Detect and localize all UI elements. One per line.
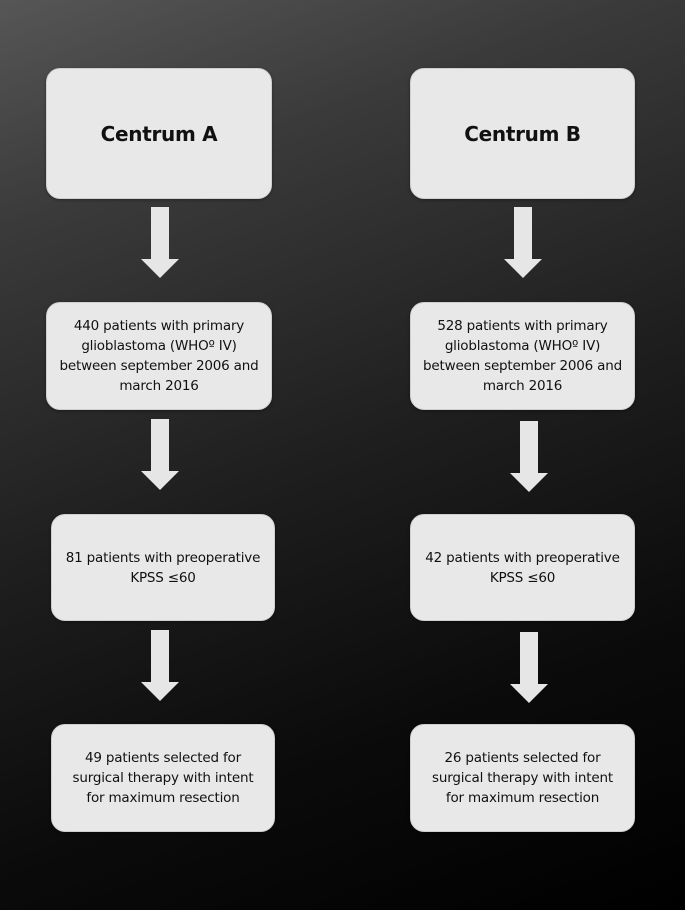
centrum-a-title: Centrum A xyxy=(100,121,218,146)
centrum-b-step-3: 26 patients selected for surgical therap… xyxy=(410,724,635,832)
centrum-b-header: Centrum B xyxy=(410,68,635,199)
centrum-b-step-2: 42 patients with preoperative KPSS ≤60 xyxy=(410,514,635,621)
centrum-a-step-1: 440 patients with primary glioblastoma (… xyxy=(46,302,272,410)
arrow-down-icon xyxy=(504,207,542,278)
arrow-down-icon xyxy=(510,632,548,703)
centrum-b-step-3-text: 26 patients selected for surgical therap… xyxy=(432,750,613,806)
arrow-down-icon xyxy=(141,207,179,278)
arrow-down-icon xyxy=(141,630,179,701)
centrum-b-step-1-text: 528 patients with primary glioblastoma (… xyxy=(423,318,622,394)
centrum-a-step-2: 81 patients with preoperative KPSS ≤60 xyxy=(51,514,275,621)
centrum-a-header: Centrum A xyxy=(46,68,272,199)
centrum-b-step-1: 528 patients with primary glioblastoma (… xyxy=(410,302,635,410)
centrum-a-step-2-text: 81 patients with preoperative KPSS ≤60 xyxy=(65,549,261,586)
centrum-a-step-3: 49 patients selected for surgical therap… xyxy=(51,724,275,832)
arrow-down-icon xyxy=(141,419,179,490)
centrum-b-step-2-text: 42 patients with preoperative KPSS ≤60 xyxy=(425,549,620,586)
centrum-a-step-1-text: 440 patients with primary glioblastoma (… xyxy=(59,318,259,394)
centrum-b-title: Centrum B xyxy=(464,121,581,146)
arrow-down-icon xyxy=(510,421,548,492)
centrum-a-step-3-text: 49 patients selected for surgical therap… xyxy=(72,750,254,806)
